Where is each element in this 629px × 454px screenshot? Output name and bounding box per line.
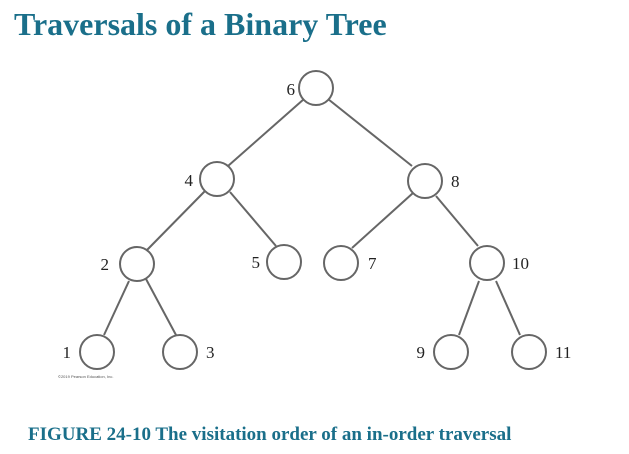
node-label: 8 (451, 172, 460, 191)
node-label: 2 (101, 255, 110, 274)
tree-node-2: 2 (101, 246, 155, 282)
tree-node-6: 6 (287, 70, 334, 106)
edge-10-9 (458, 280, 480, 336)
node-circle (407, 163, 443, 199)
edge-4-5 (229, 191, 277, 247)
tree-node-10: 10 (469, 245, 529, 281)
edge-6-8 (327, 98, 413, 167)
edge-2-1 (103, 280, 130, 336)
figure-caption: FIGURE 24-10 The visitation order of an … (28, 424, 512, 445)
tree-node-5: 5 (252, 244, 302, 280)
slide-title: Traversals of a Binary Tree (14, 6, 387, 42)
tree-node-3: 3 (162, 334, 215, 370)
node-label: 9 (417, 343, 426, 362)
tree-edges (103, 98, 521, 336)
node-label: 1 (63, 343, 72, 362)
node-label: 3 (206, 343, 215, 362)
node-circle (79, 334, 115, 370)
node-circle (266, 244, 302, 280)
tree-node-1: 1 (63, 334, 115, 370)
tree-node-8: 8 (407, 163, 460, 199)
node-circle (511, 334, 547, 370)
node-label: 4 (185, 171, 194, 190)
node-circle (469, 245, 505, 281)
node-circle (298, 70, 334, 106)
edge-4-2 (146, 190, 206, 251)
node-label: 10 (512, 254, 529, 273)
node-circle (433, 334, 469, 370)
edge-8-7 (351, 192, 414, 249)
edge-8-10 (435, 195, 479, 247)
node-label: 6 (287, 80, 296, 99)
node-label: 11 (555, 343, 571, 362)
edge-6-4 (227, 98, 305, 167)
node-circle (323, 245, 359, 281)
edge-2-3 (145, 278, 177, 336)
tree-node-7: 7 (323, 245, 377, 281)
node-circle (119, 246, 155, 282)
node-label: 5 (252, 253, 261, 272)
tree-node-9: 9 (417, 334, 469, 370)
node-circle (199, 161, 235, 197)
tree-node-4: 4 (185, 161, 235, 197)
copyright-notice: ©2019 Pearson Education, Inc. (58, 374, 114, 379)
edge-10-11 (495, 280, 521, 336)
node-label: 7 (368, 254, 377, 273)
node-circle (162, 334, 198, 370)
tree-node-11: 11 (511, 334, 571, 370)
